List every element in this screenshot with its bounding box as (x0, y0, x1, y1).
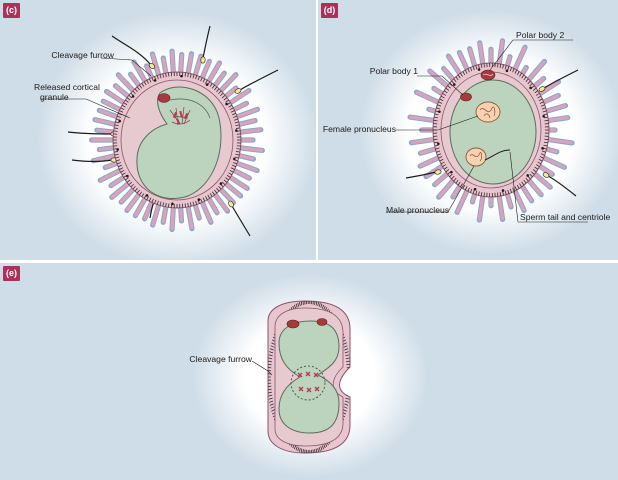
cortical-granules-c (116, 74, 238, 206)
zona-ticks-c (113, 72, 241, 208)
label-female-pronucleus: Female pronucleus (322, 124, 396, 134)
panel-e: (e) Cleavage furrow (0, 263, 618, 480)
polar-body-2 (480, 69, 496, 81)
spindle-outline-e (290, 365, 326, 401)
cytoplasm-fold-c (169, 98, 211, 119)
leader-line-e (251, 360, 273, 376)
polar-body-c (157, 93, 171, 103)
panel-c: (c) Cleavage furrow Released cortical gr… (0, 0, 316, 260)
panel-c-drawing (0, 0, 316, 260)
polar-body-1 (460, 92, 472, 102)
panel-d-drawing (318, 0, 618, 260)
leader-lines-d (386, 39, 588, 223)
female-pronucleus (475, 101, 501, 123)
male-pronucleus (465, 147, 511, 167)
panel-c-tag: (c) (3, 3, 20, 18)
zona-ticks-d (433, 63, 549, 197)
label-polar-body-1: Polar body 1 (369, 66, 418, 76)
label-sperm-tail-centriole: Sperm tail and centriole (520, 212, 611, 222)
polar-body-e-1 (286, 319, 300, 329)
label-cleavage-furrow-c: Cleavage furrow (51, 50, 114, 60)
label-cleavage-furrow-e: Cleavage furrow (189, 354, 252, 364)
panel-d: (d) Polar body 2 Polar body 1 Female pro… (318, 0, 618, 260)
leader-lines-c (40, 57, 152, 119)
polar-body-e-2 (316, 318, 328, 326)
microvilli-d (407, 38, 575, 223)
male-sperm-tail (484, 149, 511, 161)
label-polar-body-2: Polar body 2 (516, 30, 565, 40)
cortical-granules-d (437, 68, 545, 192)
label-released-cortical-line1: Released cortical (34, 82, 100, 92)
panel-d-tag: (d) (321, 3, 338, 18)
chromosomes-e (297, 371, 320, 393)
cytoplasm-c (136, 86, 222, 199)
microvilli-c (88, 48, 265, 233)
chromosomes-c (173, 110, 189, 125)
label-released-cortical-line2: granule (40, 92, 69, 102)
label-male-pronucleus: Male pronucleus (386, 205, 450, 215)
sperm-d (405, 69, 579, 197)
panel-e-tag: (e) (3, 266, 20, 281)
panel-e-drawing (0, 263, 618, 480)
